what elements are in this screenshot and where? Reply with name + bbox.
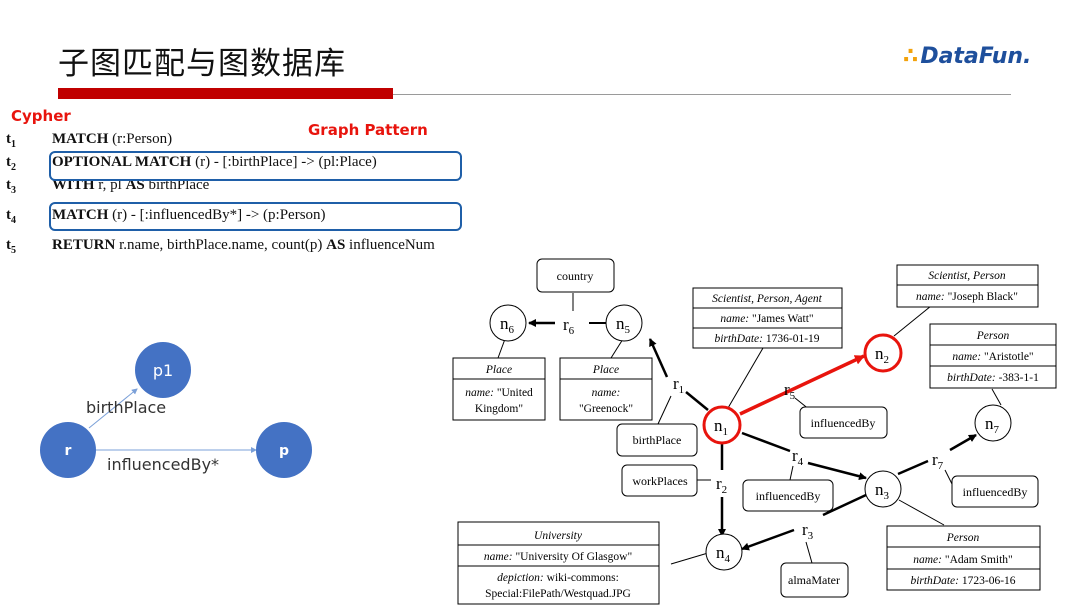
pattern-node-r xyxy=(40,422,96,478)
edge-type-influencedby-r5: influencedBy xyxy=(799,406,888,439)
svg-text:Kingdom": Kingdom" xyxy=(475,403,523,415)
svg-text:Person: Person xyxy=(976,330,1010,342)
pattern-edge-birthplace xyxy=(88,388,138,429)
svg-text:name: "Adam Smith": name: "Adam Smith" xyxy=(913,554,1012,566)
line-number: t5 xyxy=(6,237,16,256)
datafun-logo: ∴DataFun. xyxy=(903,44,1031,69)
node-n3: n3 xyxy=(864,470,902,508)
title-accent-bar xyxy=(58,88,393,99)
pattern-highlight-birthplace xyxy=(49,151,462,181)
svg-text:University: University xyxy=(534,530,583,542)
edge-type-almamater: almaMater xyxy=(780,562,849,598)
svg-text:almaMater: almaMater xyxy=(788,573,840,587)
svg-text:Scientist, Person: Scientist, Person xyxy=(928,270,1006,282)
svg-text:Person: Person xyxy=(946,532,980,544)
svg-text:Place: Place xyxy=(485,364,512,376)
svg-text:n6: n6 xyxy=(500,314,515,336)
svg-text:"Greenock": "Greenock" xyxy=(579,403,633,415)
node-n7: n7 xyxy=(974,404,1012,442)
svg-text:influencedBy: influencedBy xyxy=(756,489,821,503)
props-university-of-glasgow: University name: "University Of Glasgow"… xyxy=(457,521,660,605)
svg-text:name: "Aristotle": name: "Aristotle" xyxy=(952,351,1033,363)
svg-text:n2: n2 xyxy=(875,344,889,366)
svg-text:depiction: wiki-commons:: depiction: wiki-commons: xyxy=(497,572,619,584)
pattern-highlight-influencedby xyxy=(49,202,462,231)
svg-text:n7: n7 xyxy=(985,414,1000,436)
edge-n1-r1 xyxy=(685,391,709,411)
svg-text:Special:FilePath/Westquad.JPG: Special:FilePath/Westquad.JPG xyxy=(485,588,631,600)
props-adam-smith: Person name: "Adam Smith" birthDate: 172… xyxy=(886,525,1041,591)
cypher-label: Cypher xyxy=(11,107,71,125)
line-number: t2 xyxy=(6,154,16,173)
edge-type-country: country xyxy=(536,258,615,293)
edge-label-r1: r1 xyxy=(673,374,684,396)
edge-label-r5: r5 xyxy=(784,380,796,402)
props-james-watt: Scientist, Person, Agent name: "James Wa… xyxy=(692,287,843,349)
svg-text:name: "University Of Glasgow": name: "University Of Glasgow" xyxy=(484,551,632,563)
data-graph: n1 n2 n3 n4 n5 n6 n7 r6 r1 r2 r5 xyxy=(452,258,1057,605)
props-aristotle: Person name: "Aristotle" birthDate: -383… xyxy=(929,323,1057,389)
node-n1: n1 xyxy=(702,405,742,445)
edge-type-influencedby-r4: influencedBy xyxy=(742,479,834,512)
svg-text:n5: n5 xyxy=(616,314,631,336)
edge-label-r2: r2 xyxy=(716,474,727,496)
pattern-node-p1 xyxy=(135,342,191,398)
svg-text:n1: n1 xyxy=(714,416,728,438)
logo-dots-icon: ∴ xyxy=(903,44,919,69)
svg-text:influencedBy: influencedBy xyxy=(963,485,1028,499)
svg-text:birthDate: -383-1-1: birthDate: -383-1-1 xyxy=(947,372,1039,384)
edge-label-r6: r6 xyxy=(563,315,575,337)
edge-r3-n4 xyxy=(741,528,795,551)
edge-type-influencedby-r7: influencedBy xyxy=(951,475,1039,508)
edge-type-birthplace: birthPlace xyxy=(616,423,698,457)
svg-text:name: "Joseph Black": name: "Joseph Black" xyxy=(916,291,1018,303)
page-title: 子图匹配与图数据库 xyxy=(58,46,346,82)
pattern-node-r-label: r xyxy=(65,443,72,459)
svg-text:n4: n4 xyxy=(716,543,731,565)
svg-text:n3: n3 xyxy=(875,480,890,502)
edge-n1-n2-match xyxy=(739,354,865,416)
edge-label-r7: r7 xyxy=(932,450,944,472)
svg-text:name: "James Watt": name: "James Watt" xyxy=(720,313,813,325)
pattern-node-p xyxy=(256,422,312,478)
svg-text:name: "United: name: "United xyxy=(465,387,533,399)
edge-r4-n3 xyxy=(807,461,867,481)
svg-text:birthDate: 1723-06-16: birthDate: 1723-06-16 xyxy=(910,575,1015,587)
edge-n1-r4 xyxy=(741,431,791,453)
edge-label-r4: r4 xyxy=(792,446,804,468)
edge-label-r3: r3 xyxy=(802,520,814,542)
edge-r7-n7 xyxy=(949,433,977,452)
svg-text:Place: Place xyxy=(592,364,619,376)
props-greenock: Place name: "Greenock" xyxy=(559,357,653,421)
svg-text:Scientist, Person, Agent: Scientist, Person, Agent xyxy=(712,293,822,305)
pattern-node-p-label: p xyxy=(279,443,289,459)
line-number: t3 xyxy=(6,177,16,196)
svg-text:name:: name: xyxy=(592,387,621,399)
node-n2: n2 xyxy=(863,333,903,373)
edge-n3-r7 xyxy=(897,459,929,476)
props-united-kingdom: Place name: "United Kingdom" xyxy=(452,357,546,421)
svg-text:influencedBy: influencedBy xyxy=(811,416,876,430)
node-n6: n6 xyxy=(489,304,527,342)
svg-text:birthDate: 1736-01-19: birthDate: 1736-01-19 xyxy=(714,333,819,345)
pattern-node-p1-label: p1 xyxy=(153,361,173,380)
svg-text:workPlaces: workPlaces xyxy=(632,474,688,488)
svg-text:country: country xyxy=(557,269,594,283)
pattern-edge-birthplace-label: birthPlace xyxy=(86,398,166,417)
graph-pattern-label: Graph Pattern xyxy=(308,121,428,139)
pattern-graph: p1 r p birthPlace influencedBy* xyxy=(40,342,312,478)
pattern-edge-influencedby-label: influencedBy* xyxy=(107,455,219,474)
logo-text: DataFun. xyxy=(920,44,1032,69)
line-number: t1 xyxy=(6,131,16,150)
title-divider xyxy=(393,94,1011,95)
edge-r1-n5 xyxy=(648,338,669,378)
line-number: t4 xyxy=(6,207,16,226)
props-joseph-black: Scientist, Person name: "Joseph Black" xyxy=(896,264,1039,308)
svg-text:birthPlace: birthPlace xyxy=(633,433,682,447)
edge-type-workplaces: workPlaces xyxy=(621,464,698,497)
edge-n3-r3 xyxy=(822,493,867,517)
node-n4: n4 xyxy=(705,533,743,571)
node-n5: n5 xyxy=(605,304,643,342)
